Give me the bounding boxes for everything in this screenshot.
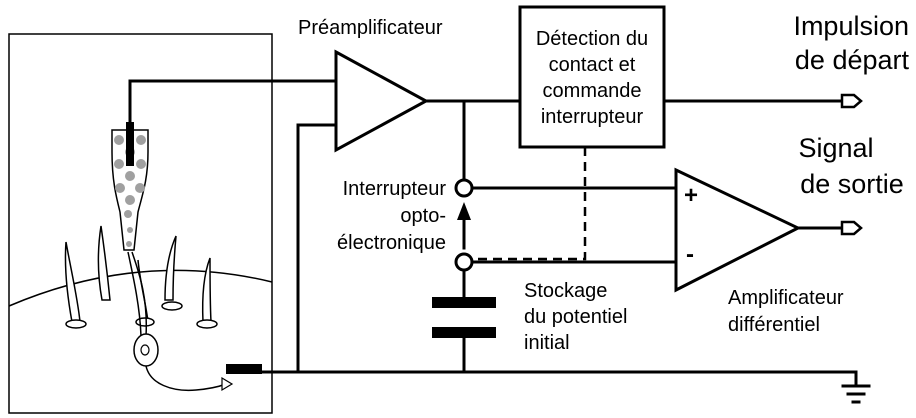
recording-pipette: [111, 122, 149, 251]
storage-label: Stockage du potentiel initial: [524, 280, 627, 354]
svg-text:opto-: opto-: [400, 205, 446, 227]
optoelectronic-switch: [454, 178, 474, 272]
svg-text:différentiel: différentiel: [728, 314, 820, 336]
svg-text:du potentiel: du potentiel: [524, 306, 627, 328]
svg-text:Impulsion: Impulsion: [793, 11, 909, 41]
svg-text:Amplificateur: Amplificateur: [728, 287, 844, 309]
signal-label: Signal de sortie: [798, 133, 903, 199]
svg-text:de sortie: de sortie: [800, 169, 904, 199]
preamplifier-label: Préamplificateur: [298, 17, 443, 39]
svg-text:contact et: contact et: [549, 54, 636, 76]
pulse-label: Impulsion de départ: [793, 11, 909, 75]
svg-text:Stockage: Stockage: [524, 280, 607, 302]
pulse-output-terminal: [840, 93, 863, 109]
ground-electrode: [226, 364, 262, 374]
preamplifier-triangle: [334, 49, 430, 153]
differential-amplifier-triangle: [674, 167, 802, 293]
wires: [128, 79, 858, 386]
signal-output-terminal: [840, 220, 863, 236]
diffamp-label: Amplificateur différentiel: [728, 287, 844, 336]
svg-text:de départ: de départ: [795, 45, 910, 75]
svg-text:Détection du: Détection du: [536, 28, 648, 50]
svg-text:interrupteur: interrupteur: [541, 106, 644, 128]
hair-sensilla: [64, 225, 218, 329]
plus-sign: +: [684, 182, 698, 209]
minus-sign: -: [686, 241, 694, 268]
detection-box: [518, 5, 666, 149]
svg-text:Interrupteur: Interrupteur: [343, 178, 447, 200]
detection-label: Détection du contact et commande interru…: [536, 28, 648, 128]
svg-text:électronique: électronique: [337, 232, 446, 254]
switch-label: Interrupteur opto- électronique: [337, 178, 446, 254]
svg-text:Signal: Signal: [798, 133, 873, 163]
ground-icon: [841, 384, 871, 404]
svg-text:commande: commande: [543, 80, 642, 102]
storage-capacitor: [432, 297, 496, 338]
control-line: [474, 147, 587, 261]
svg-text:initial: initial: [524, 332, 570, 354]
specimen-panel: [8, 33, 273, 414]
